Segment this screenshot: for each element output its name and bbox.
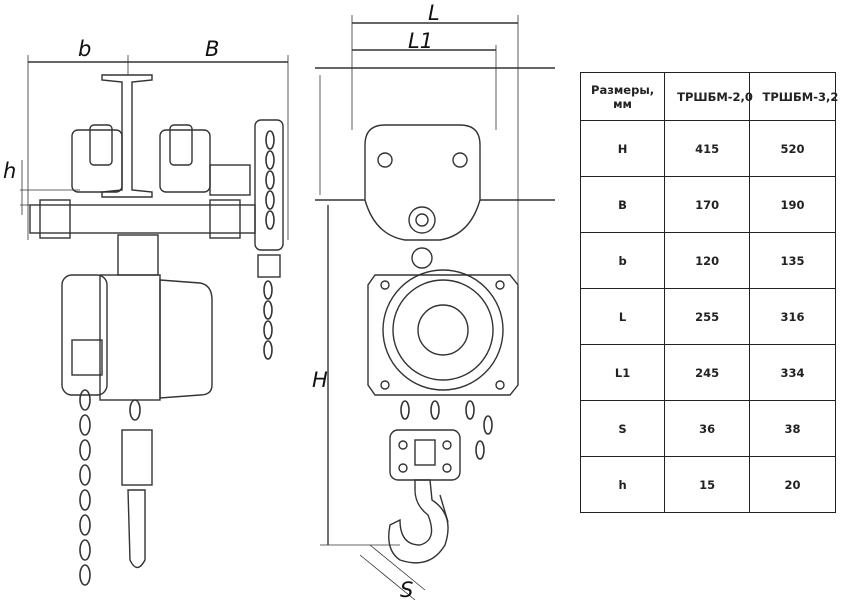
dimension-label-L: L [428,1,440,25]
table-cell: H [579,120,666,177]
dimension-label-B: B [205,37,219,61]
header-text: мм [613,96,632,111]
table-cell: 15 [664,456,751,513]
table-cell: 20 [749,456,836,513]
table-cell: 245 [664,344,751,401]
table-cell: B [579,176,666,233]
table-cell: 36 [664,400,751,457]
table-cell: 255 [664,288,751,345]
front-view: L L1 H S [312,1,555,602]
table-cell: 120 [664,232,751,289]
table-cell: L [579,288,666,345]
table-cell: L1 [579,344,666,401]
table-header-row: Размеры,мм ТРШБМ-2,0 ТРШБМ-3,2 [579,72,839,121]
dimension-label-b: b [78,37,91,61]
table-cell: 415 [664,120,751,177]
header-text: Размеры, [591,82,655,97]
table-cell: 190 [749,176,836,233]
header-cell: Размеры,мм [579,72,666,121]
header-text-model-3-2: ТРШБМ-3,2 [762,89,839,104]
dimension-label-S: S [400,578,413,602]
table-cell: b [579,232,666,289]
table-cell: 334 [749,344,836,401]
header-cell: ТРШБМ-2,0 [664,72,753,121]
table-cell: h [579,456,666,513]
table-cell: S [579,400,666,457]
table-cell: 170 [664,176,751,233]
header-cell: ТРШБМ-3,2 [749,72,839,121]
dimension-label-L1: L1 [408,29,433,53]
dimension-label-h: h [3,159,16,183]
dimension-label-H: H [312,368,328,392]
side-view: b B h [3,37,289,586]
hoist-technical-drawing: b B h [3,1,555,602]
table-cell: 316 [749,288,836,345]
table-cell: 135 [749,232,836,289]
header-text-model-2-0: ТРШБМ-2,0 [677,89,753,104]
table-cell: 520 [749,120,836,177]
table-cell: 38 [749,400,836,457]
